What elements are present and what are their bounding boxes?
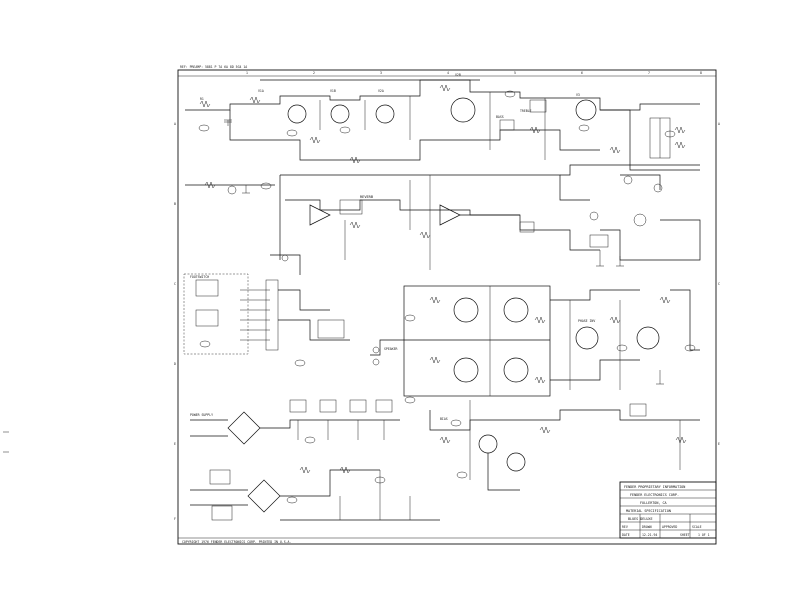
zone-number-markers: 1 2 3 4 5 6 7 8 — [246, 71, 702, 75]
svg-text:V1B: V1B — [330, 89, 336, 93]
title-block-sheet: 1 OF 1 — [698, 533, 710, 537]
power-amp-section: SPEAKER PHASE INV — [370, 285, 700, 404]
title-block-location: FULLERTON, CA — [640, 501, 667, 505]
title-block-rev-label: REV — [622, 525, 628, 529]
zone-number: 4 — [447, 71, 449, 75]
power-supply-label: POWER SUPPLY — [190, 413, 213, 417]
bridge-rectifier-2 — [247, 479, 281, 513]
volume-pot — [499, 119, 515, 131]
bottom-copyright-note: COPYRIGHT 1976 FENDER ELECTRONICS CORP. … — [182, 540, 291, 544]
svg-text:R1: R1 — [200, 97, 204, 101]
top-reference-note: REF: PREAMP: 5881 P 7A 6A 8D 5G4 1A — [180, 65, 247, 69]
speaker-label: SPEAKER — [384, 347, 398, 351]
footswitch-label: FOOTSWITCH — [190, 275, 209, 279]
zone-letter: B — [174, 202, 176, 206]
power-supply-section: POWER SUPPLY — [190, 399, 440, 521]
preamp-tube-v1 — [287, 104, 307, 124]
zone-number: 1 — [246, 71, 248, 75]
preamp-tube-v3 — [450, 97, 476, 123]
preamp-tube-v2 — [375, 104, 395, 124]
preamp-tube-v1b — [330, 104, 350, 124]
bridge-rectifier-1 — [227, 411, 261, 445]
opamp-reverb-recovery — [439, 204, 461, 226]
title-block-approved-label: APPROVED — [662, 525, 677, 529]
zone-letter-markers: A B C D E F A C E — [174, 122, 720, 521]
title-block-date: 12-21-94 — [642, 533, 657, 537]
zone-number: 5 — [514, 71, 516, 75]
reverb-label: REVERB — [360, 195, 373, 199]
title-block-date-label: DATE — [622, 533, 630, 537]
svg-text:V1A: V1A — [258, 89, 264, 93]
opamp-reverb-driver — [309, 204, 331, 226]
margin-marks — [3, 431, 9, 453]
svg-text:V2B: V2B — [455, 73, 461, 77]
title-block-notice: FENDER PROPRIETARY INFORMATION — [624, 485, 685, 489]
svg-text:V3: V3 — [576, 93, 580, 97]
svg-text:BASS: BASS — [496, 115, 504, 119]
zone-number: 3 — [380, 71, 382, 75]
footswitch-block: FOOTSWITCH — [183, 254, 350, 367]
ground-row — [185, 181, 275, 195]
zone-letter: C — [174, 282, 176, 286]
preamp-section: R1 V1A V1B V2A V2B V3 TREBLE BASS — [185, 73, 700, 193]
bias-transistor — [478, 434, 498, 454]
zone-letter: C — [718, 282, 720, 286]
zone-number: 2 — [313, 71, 315, 75]
zone-letter: D — [174, 362, 176, 366]
zone-number: 6 — [581, 71, 583, 75]
title-block-material: MATERIAL SPECIFICATION — [626, 509, 671, 513]
title-block: FENDER PROPRIETARY INFORMATION FENDER EL… — [619, 481, 717, 539]
preamp-tube-v4 — [575, 99, 597, 121]
bias-section: BIAS — [429, 400, 700, 491]
tone-pot — [529, 99, 547, 113]
phase-inverter-tube — [575, 326, 599, 350]
zone-number: 8 — [700, 71, 702, 75]
zone-letter: E — [174, 442, 176, 446]
power-tube-v5 — [453, 297, 479, 323]
phase-inverter-label: PHASE INV — [578, 319, 595, 323]
bias-label: BIAS — [440, 417, 448, 421]
zone-letter: A — [718, 122, 720, 126]
power-tube-v7 — [453, 357, 479, 383]
sheet-border — [177, 69, 717, 545]
power-tube-v6 — [503, 297, 529, 323]
title-block-company: FENDER ELECTRONICS CORP. — [630, 493, 679, 497]
svg-text:TREBLE: TREBLE — [520, 109, 532, 113]
title-block-sheet-label: SHEET — [680, 533, 690, 537]
zone-letter: A — [174, 122, 176, 126]
title-block-title: BLUES DELUXE — [628, 517, 653, 521]
driver-tube — [636, 326, 660, 350]
svg-text:V2A: V2A — [378, 89, 384, 93]
zone-letter: F — [174, 517, 176, 521]
title-block-scale-label: SCALE — [692, 525, 702, 529]
zone-number: 7 — [648, 71, 650, 75]
title-block-drawn-label: DRAWN — [642, 525, 652, 529]
reverb-section: REVERB — [279, 164, 701, 270]
zone-letter: E — [718, 442, 720, 446]
power-tube-v8 — [503, 357, 529, 383]
